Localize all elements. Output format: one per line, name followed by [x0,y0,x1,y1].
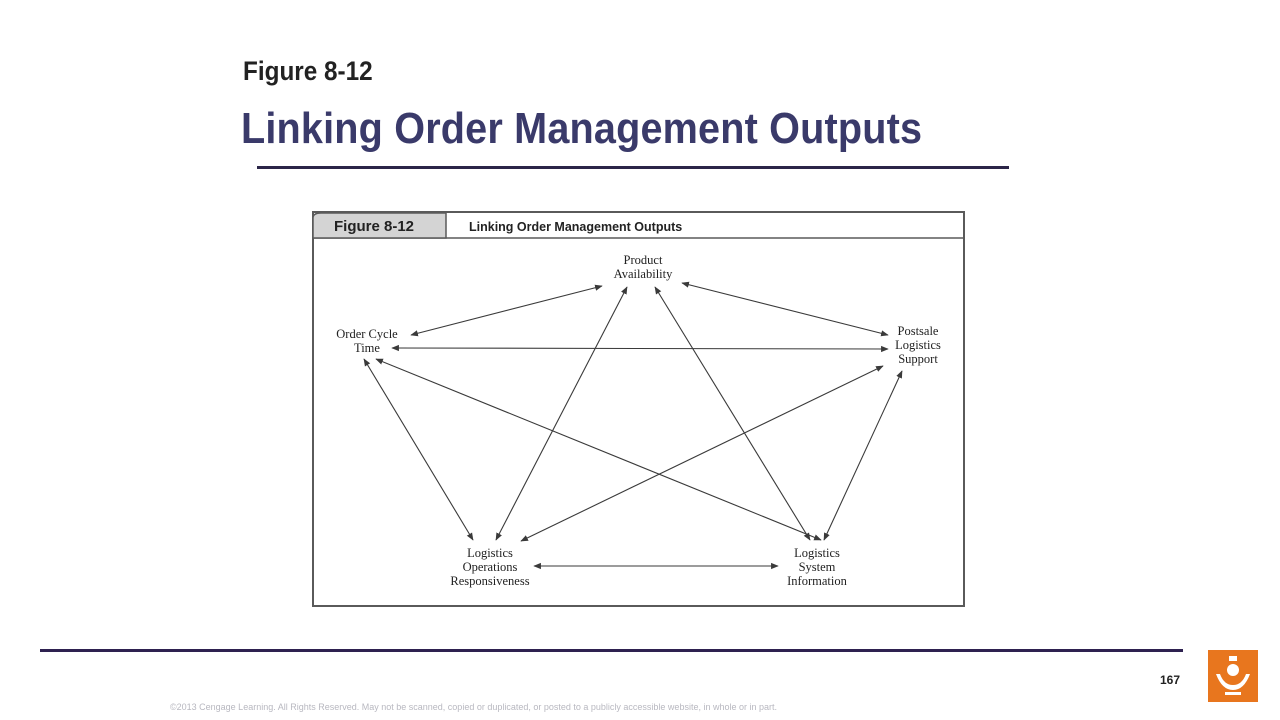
link-arrow-postsale-logistics-support-to-logistics-system-information [823,370,903,541]
node-label-line: Information [787,574,847,588]
node-label-line: Responsiveness [450,574,529,588]
node-label-line: Operations [463,560,518,574]
node-label-line: Order Cycle [336,327,398,341]
node-logistics-system-information: Logistics System Information [787,546,847,588]
node-product-availability: Product Availability [614,253,674,281]
node-label-line: Postsale [898,324,939,338]
node-label-line: Time [354,341,380,355]
node-order-cycle-time: Order Cycle Time [336,327,398,355]
node-label-line: Logistics [794,546,840,560]
node-label-line: Logistics [895,338,941,352]
figure-header-title: Linking Order Management Outputs [469,220,682,234]
slide-figure-label: Figure 8-12 [243,56,373,86]
node-label-line: System [799,560,836,574]
node-label-line: Availability [614,267,674,281]
figure-tab [312,212,447,239]
node-label-line: Product [624,253,663,267]
diagram-links [363,281,903,570]
link-arrow-order-cycle-time-to-postsale-logistics-support [391,344,889,353]
cengage-logo-icon [1208,650,1258,702]
figure-tab-label: Figure 8-12 [334,218,414,235]
node-postsale-logistics-support: Postsale Logistics Support [895,324,941,366]
title-divider [257,166,1009,169]
node-label-line: Logistics [467,546,513,560]
page-number: 167 [1160,673,1181,687]
cengage-logo-glyph [1216,656,1250,695]
copyright-notice: ©2013 Cengage Learning. All Rights Reser… [170,702,777,712]
node-logistics-operations-responsiveness: Logistics Operations Responsiveness [450,546,529,588]
node-label-line: Support [898,352,938,366]
link-arrow-postsale-logistics-support-to-logistics-operations-responsiveness [520,365,884,542]
footer-divider [40,649,1183,652]
slide-title: Linking Order Management Outputs [241,104,923,153]
